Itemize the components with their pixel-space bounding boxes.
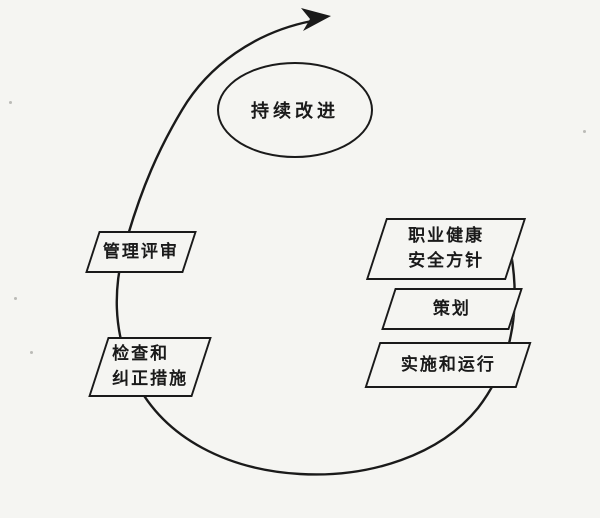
scan-speck bbox=[14, 297, 17, 300]
node-label: 策划 bbox=[433, 298, 472, 318]
node-label-line: 检查和 bbox=[112, 344, 169, 364]
node-implementation-and-operation: 实施和运行 bbox=[364, 342, 532, 388]
cycle-arrow-path bbox=[115, 19, 516, 476]
node-planning: 策划 bbox=[381, 288, 523, 330]
scan-speck bbox=[583, 130, 586, 133]
node-label: 管理评审 bbox=[103, 241, 180, 261]
node-label-line: 职业健康 bbox=[408, 226, 484, 246]
node-label: 持续改进 bbox=[251, 101, 339, 121]
node-label: 职业健康 安全方针 bbox=[408, 224, 484, 273]
node-label: 检查和 纠正措施 bbox=[112, 342, 188, 391]
scan-speck bbox=[30, 351, 33, 354]
node-checking-and-corrective-action: 检查和 纠正措施 bbox=[88, 337, 212, 397]
node-label-line: 纠正措施 bbox=[112, 369, 188, 388]
scan-speck bbox=[9, 101, 12, 104]
node-label-line: 安全方针 bbox=[408, 251, 484, 270]
node-label: 实施和运行 bbox=[400, 354, 496, 374]
node-ohs-policy: 职业健康 安全方针 bbox=[365, 218, 527, 280]
node-management-review: 管理评审 bbox=[85, 231, 197, 273]
node-continual-improvement: 持续改进 bbox=[217, 62, 373, 158]
cycle-arrowhead bbox=[301, 8, 331, 31]
